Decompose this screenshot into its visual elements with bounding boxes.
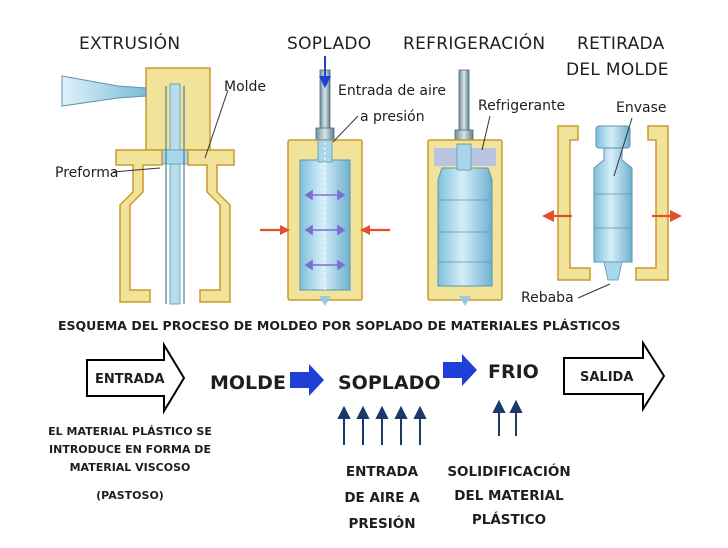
finished-container — [593, 147, 633, 263]
callout-container: Envase — [616, 100, 667, 116]
pressure-arrows — [304, 189, 346, 271]
flow-arrow-2 — [443, 354, 477, 386]
solid-note-line-2: DEL MATERIAL — [454, 488, 564, 504]
callout-mold: Molde — [224, 79, 266, 95]
clamp-arrow-left — [280, 225, 290, 235]
flow-cold-label: FRIO — [488, 361, 539, 383]
input-note-line-1: EL MATERIAL PLÁSTICO SE — [48, 425, 212, 438]
stage-title-removal-2: DEL MOLDE — [566, 60, 669, 80]
mold-left-half — [115, 149, 163, 303]
removal-mold-left — [557, 125, 591, 281]
flow-input-label: ENTRADA — [95, 372, 165, 387]
callout-preform: Preforma — [55, 165, 118, 181]
blowing-illustration: Entrada de aire a presión — [260, 56, 446, 306]
flow-output-label: SALIDA — [580, 370, 633, 385]
solid-note-line-3: PLÁSTICO — [472, 511, 546, 528]
output-arrow — [563, 339, 666, 413]
removal-illustration: Envase Rebaba — [521, 100, 682, 306]
open-arrow-left — [542, 210, 554, 222]
process-flow: ENTRADA MOLDE SOPLADO FRIO SALIDA — [86, 339, 666, 415]
flow-mold-label: MOLDE — [210, 372, 286, 394]
flow-blowing-label: SOPLADO — [338, 372, 441, 394]
air-note-line-2: DE AIRE A — [344, 490, 420, 506]
air-input-arrows — [337, 405, 427, 445]
extrusion-illustration: Molde Preforma — [55, 67, 266, 305]
air-note: ENTRADA DE AIRE A PRESIÓN — [344, 464, 420, 532]
removal-mold-right — [635, 125, 669, 281]
flow-arrow-1 — [290, 364, 324, 396]
open-arrow-right — [670, 210, 682, 222]
callout-air-2: a presión — [360, 109, 425, 125]
stage-title-cooling: REFRIGERACIÓN — [403, 32, 545, 54]
input-note-line-3: MATERIAL VISCOSO — [70, 461, 191, 474]
stage-title-extrusion: EXTRUSIÓN — [79, 32, 180, 54]
callout-air-1: Entrada de aire — [338, 83, 446, 99]
stage-title-blowing: SOPLADO — [287, 34, 372, 54]
cooling-container — [437, 167, 493, 287]
solidification-arrows — [492, 399, 523, 436]
input-note-line-2: INTRODUCE EN FORMA DE — [49, 443, 211, 456]
callout-flash: Rebaba — [521, 290, 574, 306]
callout-coolant: Refrigerante — [478, 98, 565, 114]
air-note-line-3: PRESIÓN — [348, 514, 415, 532]
diagram-caption: ESQUEMA DEL PROCESO DE MOLDEO POR SOPLAD… — [58, 318, 620, 333]
stage-title-removal-1: RETIRADA — [577, 34, 665, 54]
mold-right-half — [187, 149, 235, 303]
cooling-illustration: Refrigerante — [427, 69, 565, 306]
preform-tube — [169, 83, 181, 305]
extrusion-nozzle — [61, 75, 147, 107]
input-arrow — [86, 341, 186, 415]
air-note-line-1: ENTRADA — [346, 464, 419, 480]
clamp-arrow-right — [360, 225, 370, 235]
input-note: EL MATERIAL PLÁSTICO SE INTRODUCE EN FOR… — [48, 425, 212, 502]
solidification-note: SOLIDIFICACIÓN DEL MATERIAL PLÁSTICO — [447, 462, 570, 528]
solid-note-line-1: SOLIDIFICACIÓN — [447, 462, 570, 480]
input-note-line-4: (PASTOSO) — [96, 489, 164, 502]
